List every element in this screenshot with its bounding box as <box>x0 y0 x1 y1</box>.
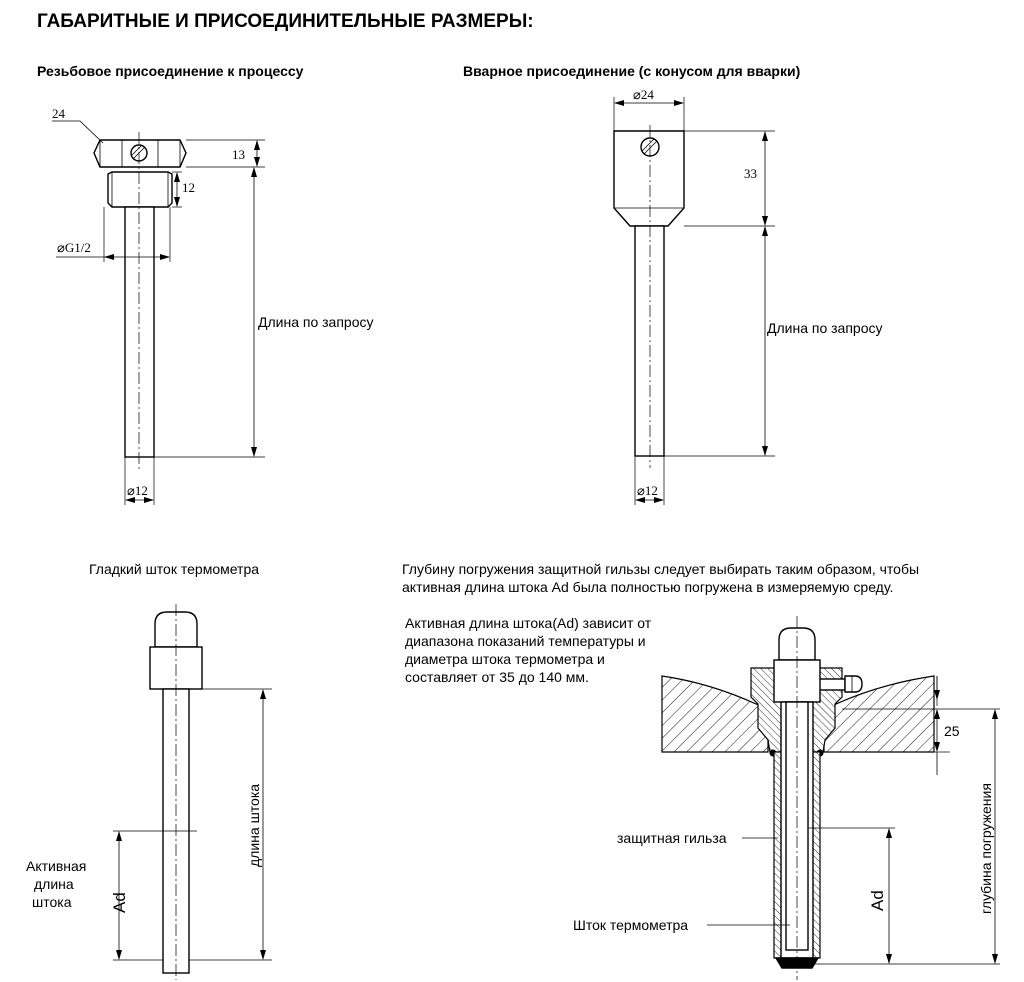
threaded-heading: Резьбовое присоединение к процессу <box>37 63 304 79</box>
active-note-line-2: диапазона показаний температуры и <box>405 633 646 649</box>
wall-dimension: 25 <box>944 723 960 739</box>
installation-note-line-2: активная длина штока Ad была полностью п… <box>402 579 893 595</box>
welded-top-diameter: ⌀24 <box>633 87 654 102</box>
thermometer-stem-label: Шток термометра <box>573 917 688 933</box>
smooth-stem-heading: Гладкий шток термометра <box>89 561 259 577</box>
welded-stem-diameter: ⌀12 <box>637 483 658 498</box>
smooth-stem-active-line-3: штока <box>32 894 72 910</box>
welded-length-label: Длина по запросу <box>767 320 883 336</box>
threaded-stem <box>124 206 155 458</box>
active-note-line-4: составляет от 35 до 140 мм. <box>405 669 589 685</box>
page-title: ГАБАРИТНЫЕ И ПРИСОЕДИНИТЕЛЬНЫЕ РАЗМЕРЫ: <box>37 11 534 32</box>
active-note-line-1: Активная длина штока(Ad) зависит от <box>405 615 652 631</box>
smooth-stem-drawing: Гладкий шток термометра Ad Активная длин… <box>26 561 272 980</box>
threaded-connection-drawing: Резьбовое присоединение к процессу 24 13… <box>37 63 374 505</box>
installation-note-line-1: Глубину погружения защитной гильзы следу… <box>402 561 919 577</box>
thermowell-label: защитная гильза <box>617 830 727 846</box>
installation-drawing: Глубину погружения защитной гильзы следу… <box>402 561 1000 980</box>
smooth-stem-length-label: длина штока <box>246 784 262 867</box>
welded-stem <box>634 225 665 457</box>
welded-heading: Вварное присоединение (с конусом для вва… <box>463 63 800 79</box>
immersion-depth-label: глубина погружения <box>978 783 994 914</box>
smooth-stem-active-line-1: Активная <box>26 858 86 874</box>
threaded-wrench-size: 24 <box>52 106 66 121</box>
threaded-head-height: 13 <box>232 147 245 162</box>
clamp-screw <box>818 678 846 691</box>
threaded-length-label: Длина по запросу <box>258 314 374 330</box>
smooth-stem-active-line-2: длина <box>34 876 74 892</box>
threaded-stem-diameter: ⌀12 <box>127 483 148 498</box>
smooth-stem-ad-label: Ad <box>110 892 129 913</box>
welded-connection-drawing: Вварное присоединение (с конусом для вва… <box>463 63 883 505</box>
threaded-thread-section <box>107 171 173 208</box>
threaded-thread-label: ⌀G1/2 <box>57 240 91 255</box>
active-note-line-3: диаметра штока термометра и <box>405 651 605 667</box>
threaded-thread-height: 12 <box>182 180 195 195</box>
welded-head-height: 33 <box>744 166 757 181</box>
installation-ad-label: Ad <box>868 890 887 911</box>
